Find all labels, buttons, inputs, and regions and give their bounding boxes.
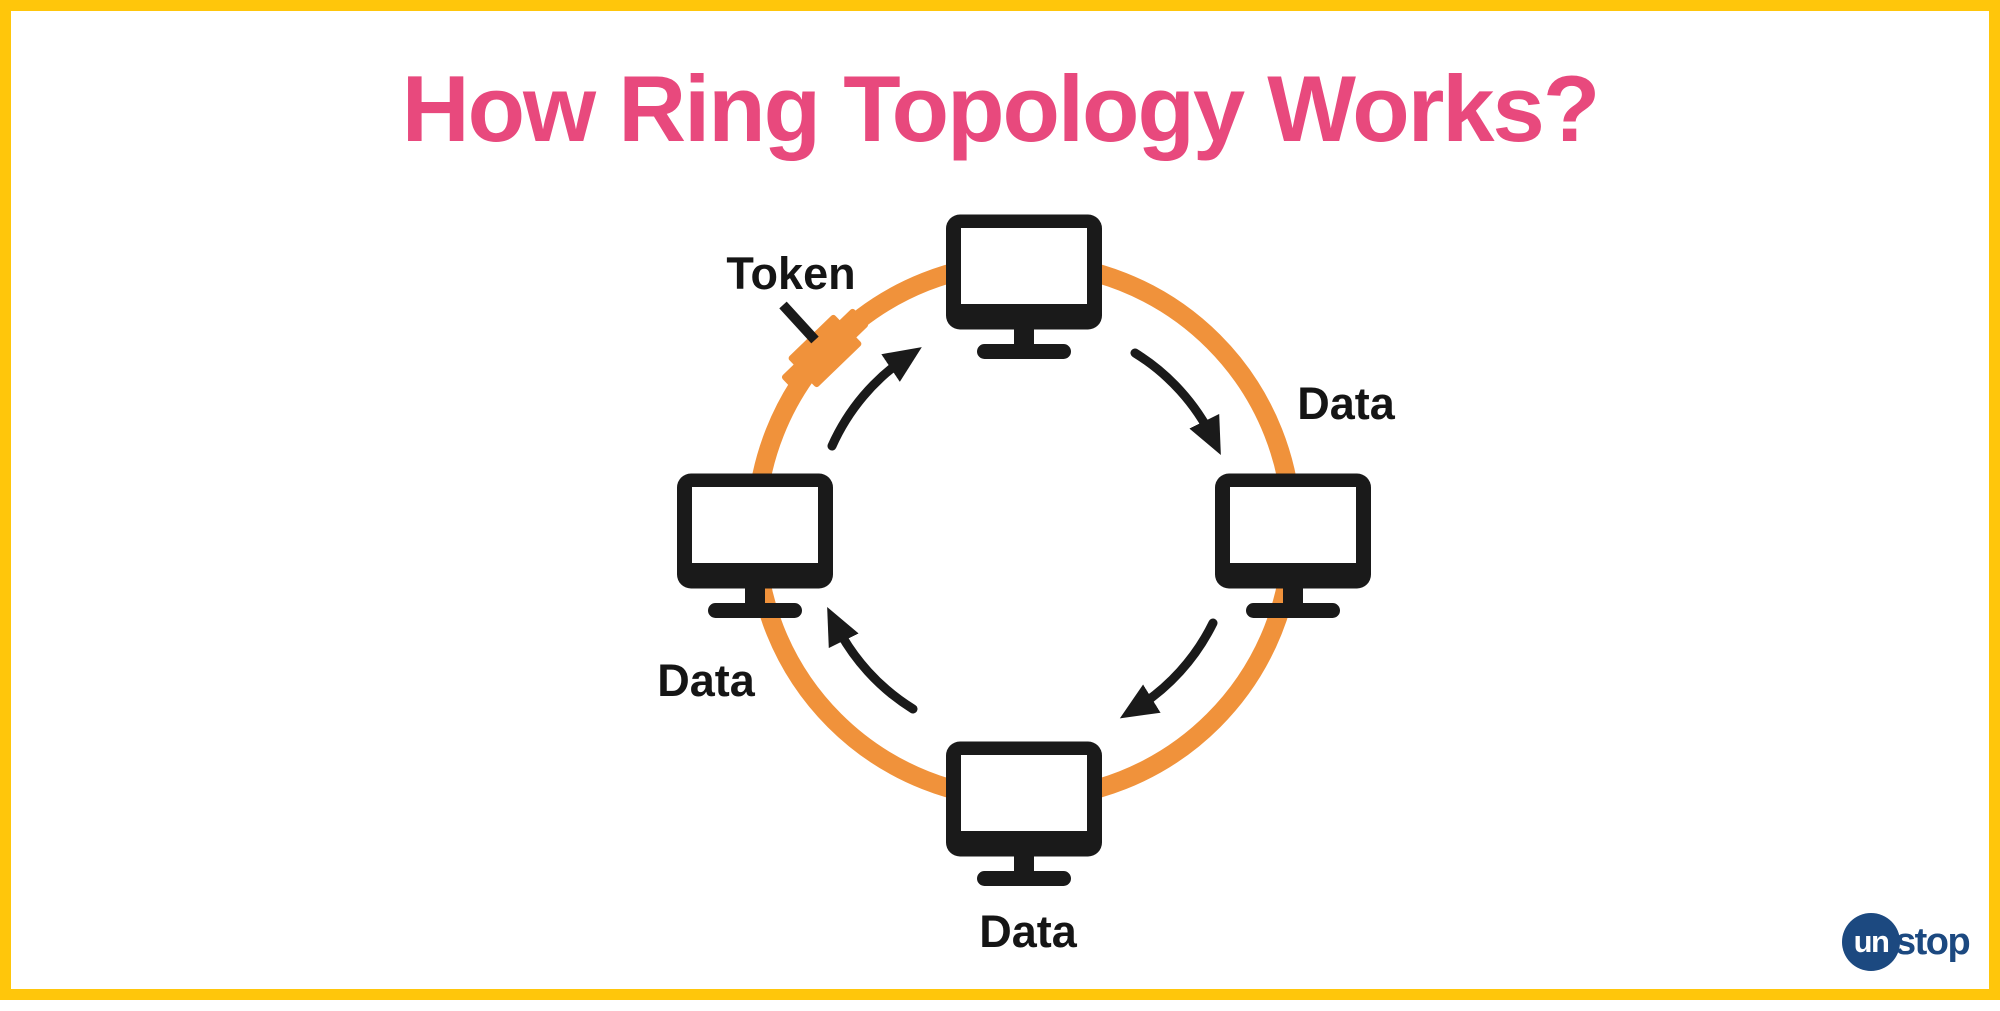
computer-icon-top xyxy=(946,214,1102,359)
flow-arrow-top-left xyxy=(827,347,922,451)
computer-icon-bottom xyxy=(946,741,1102,886)
flow-arrow-bottom-right xyxy=(1119,618,1218,719)
unstop-logo-text: stop xyxy=(1895,920,1971,963)
token-pointer-line xyxy=(779,301,819,344)
ring-topology-diagram xyxy=(677,214,1371,886)
page-title: How Ring Topology Works? xyxy=(401,56,1601,161)
computer-icon-left xyxy=(677,473,833,618)
flow-arrow-top-right xyxy=(1130,348,1221,455)
flow-arrow-bottom-left xyxy=(827,607,918,714)
unstop-logo-circle: un xyxy=(1842,913,1900,971)
data-label-right: Data xyxy=(1297,378,1395,429)
data-label-left: Data xyxy=(657,655,755,706)
token-label: Token xyxy=(726,248,856,299)
data-label-bottom: Data xyxy=(979,906,1077,957)
unstop-logo-circle-text: un xyxy=(1853,924,1890,959)
computer-icon-right xyxy=(1215,473,1371,618)
token-marker xyxy=(781,308,869,394)
